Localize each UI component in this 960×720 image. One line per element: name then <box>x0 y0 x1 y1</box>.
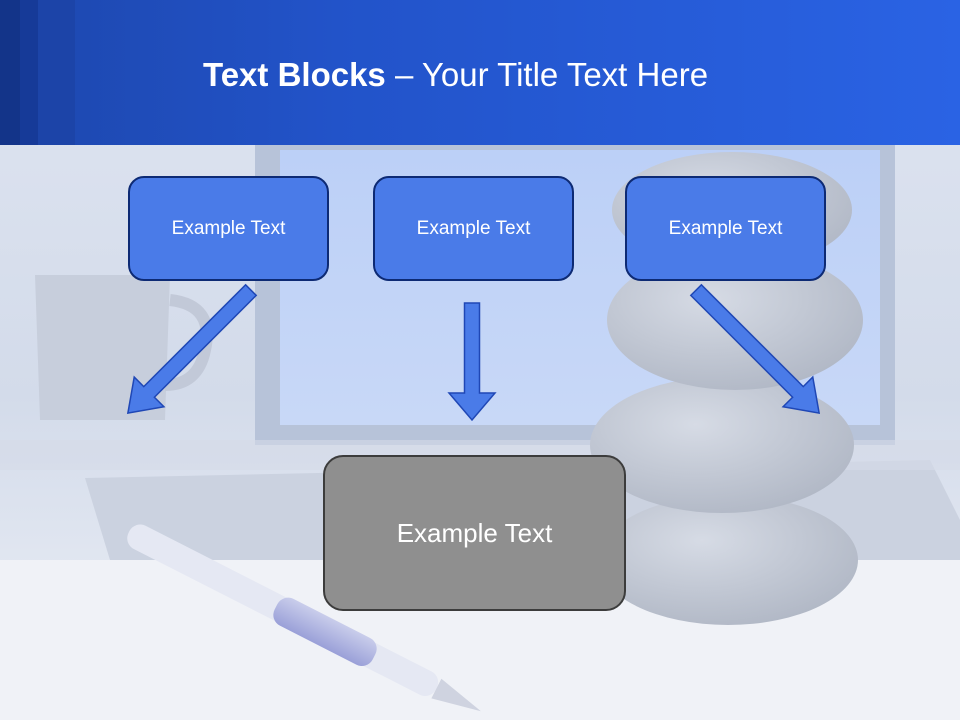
header-bar: Text Blocks – Your Title Text Here <box>0 0 960 145</box>
arrow-down-right-icon <box>126 283 258 415</box>
text-block-label: Example Text <box>416 217 531 239</box>
center-text-block-label: Example Text <box>396 517 553 548</box>
text-block-middle[interactable]: Example Text <box>373 176 574 281</box>
slide-title: Text Blocks – Your Title Text Here <box>203 52 708 98</box>
title-separator: – <box>385 56 422 93</box>
text-block-right[interactable]: Example Text <box>625 176 826 281</box>
title-bold-part: Text Blocks <box>203 56 386 93</box>
arrow-down-icon <box>447 302 497 422</box>
text-block-label: Example Text <box>668 217 783 239</box>
text-block-label: Example Text <box>171 217 286 239</box>
arrow-down-left-icon <box>689 283 821 415</box>
text-block-left[interactable]: Example Text <box>128 176 329 281</box>
header-accent-stripe <box>38 0 75 145</box>
title-regular-part: Your Title Text Here <box>421 56 709 93</box>
center-text-block[interactable]: Example Text <box>323 455 626 611</box>
header-accent-stripe <box>0 0 20 145</box>
